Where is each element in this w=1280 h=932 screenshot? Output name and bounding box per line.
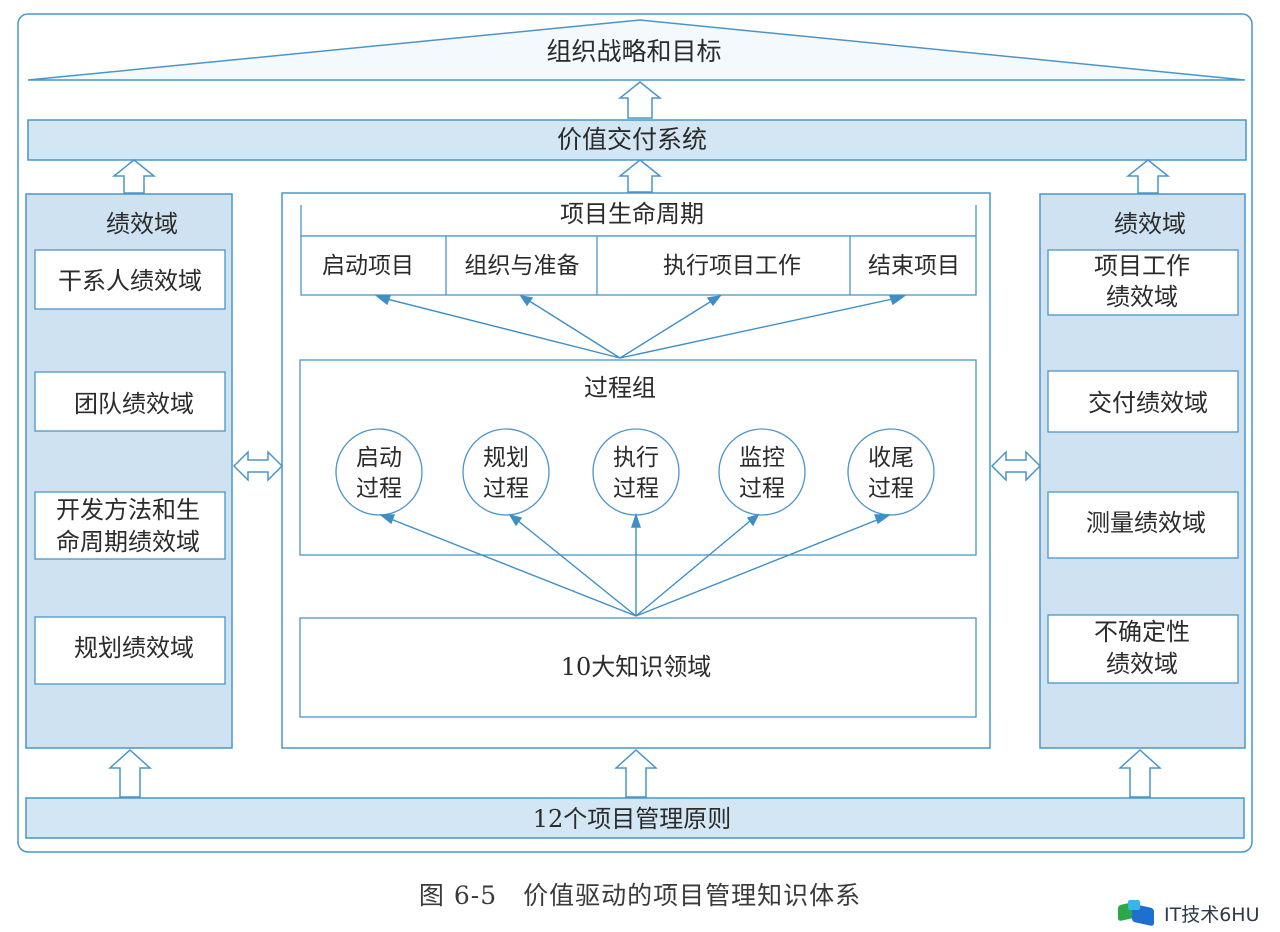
process-initiating-line1: 启动 xyxy=(356,445,402,471)
process-planning-line2: 过程 xyxy=(483,476,529,502)
arrow-up-center-frame xyxy=(617,159,663,193)
uncertainty-domain-label-line1: 不确定性 xyxy=(1094,618,1190,646)
principles-band xyxy=(25,797,1245,839)
phase-organize-prepare: 组织与准备 xyxy=(465,253,580,279)
arrow-up-right-panel xyxy=(1125,159,1171,194)
process-monitoring-line1: 监控 xyxy=(739,445,785,471)
dev-approach-domain-label-line1: 开发方法和生 xyxy=(56,496,200,524)
arrow-up-left-panel xyxy=(111,159,157,194)
process-closing-line1: 收尾 xyxy=(868,445,914,471)
process-initiating-circle xyxy=(335,428,423,516)
planning-domain-label: 规划绩效域 xyxy=(74,634,194,662)
double-arrow-left-panel xyxy=(232,450,284,482)
right-domains-title: 绩效域 xyxy=(1114,210,1186,238)
process-closing-line2: 过程 xyxy=(868,476,914,502)
right-domain-box-uncertainty xyxy=(1047,614,1239,684)
knowledge-system-diagram: 组织战略和目标 价值交付系统 绩效域 干系人绩效域 团队绩效域 开发方法和生 命… xyxy=(17,13,1253,853)
process-connector-arrows xyxy=(379,512,892,617)
value-delivery-band xyxy=(27,119,1247,161)
process-monitoring-circle xyxy=(718,428,806,516)
process-groups-title: 过程组 xyxy=(584,374,656,402)
phase-close: 结束项目 xyxy=(868,253,960,279)
principles-label: 12个项目管理原则 xyxy=(533,805,732,833)
figure-caption: 图 6-5 价值驱动的项目管理知识体系 xyxy=(418,881,862,910)
process-planning-line1: 规划 xyxy=(483,445,529,471)
dev-approach-domain-label-line2: 命周期绩效域 xyxy=(56,528,200,556)
left-domain-box-stakeholder xyxy=(34,249,226,310)
process-planning-circle xyxy=(462,428,550,516)
process-monitoring-line2: 过程 xyxy=(739,476,785,502)
process-executing-line1: 执行 xyxy=(613,445,659,471)
measurement-domain-label: 测量绩效域 xyxy=(1086,509,1206,537)
lifecycle-title: 项目生命周期 xyxy=(560,200,704,228)
lifecycle-phase-row xyxy=(300,235,977,296)
up-arrows xyxy=(108,81,1171,798)
right-domain-box-project-work xyxy=(1047,249,1239,316)
lifecycle-connector-arrows xyxy=(375,295,907,359)
watermark: IT技术6HU xyxy=(1118,898,1260,928)
double-arrow-right-panel xyxy=(990,450,1042,482)
process-initiating-line2: 过程 xyxy=(356,476,402,502)
project-work-domain-label-line1: 项目工作 xyxy=(1094,252,1190,280)
arrow-up-to-strategy xyxy=(617,81,663,119)
knowledge-areas-label: 10大知识领域 xyxy=(561,653,712,681)
right-domain-box-measurement xyxy=(1047,491,1239,559)
project-work-domain-label-line2: 绩效域 xyxy=(1106,283,1178,311)
strategy-title: 组织战略和目标 xyxy=(546,37,721,66)
uncertainty-domain-label-line2: 绩效域 xyxy=(1106,650,1178,678)
right-domain-box-delivery xyxy=(1047,370,1239,433)
stakeholder-domain-label: 干系人绩效域 xyxy=(58,267,202,295)
arrow-up-from-principles-center xyxy=(614,748,658,798)
arrow-up-from-principles-left xyxy=(108,748,152,798)
double-arrows xyxy=(232,450,1042,482)
left-domain-box-planning xyxy=(34,616,226,685)
value-delivery-title: 价值交付系统 xyxy=(557,125,707,154)
watermark-logo-icon xyxy=(1118,900,1158,927)
process-closing-circle xyxy=(847,428,935,516)
process-executing-line2: 过程 xyxy=(613,476,659,502)
team-domain-label: 团队绩效域 xyxy=(74,390,194,418)
strategy-roof xyxy=(27,19,1246,81)
phase-execute-work: 执行项目工作 xyxy=(663,253,801,279)
phase-initiate: 启动项目 xyxy=(322,253,414,279)
watermark-text: IT技术6HU xyxy=(1164,903,1260,926)
arrow-up-from-principles-right xyxy=(1118,748,1162,798)
left-domain-box-team xyxy=(34,371,226,432)
delivery-domain-label: 交付绩效域 xyxy=(1088,389,1208,417)
left-domains-title: 绩效域 xyxy=(106,210,178,238)
left-domain-box-dev-approach xyxy=(34,491,226,560)
knowledge-areas-box xyxy=(299,617,977,718)
process-executing-circle xyxy=(592,428,680,516)
